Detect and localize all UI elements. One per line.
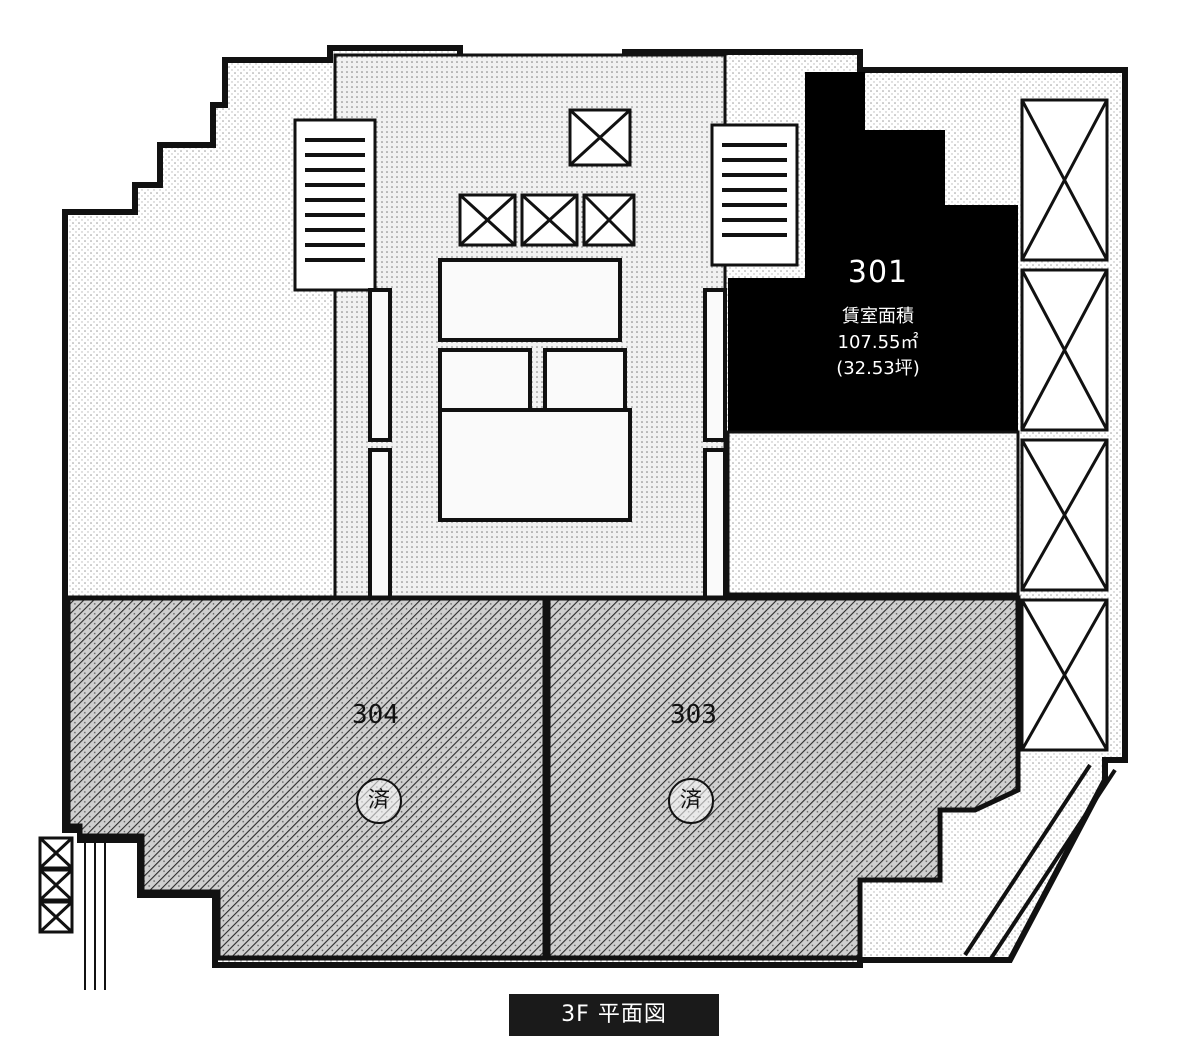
- unit-304-status-mark: 済: [356, 778, 402, 824]
- bottom-left-pipes: [84, 840, 106, 990]
- bottom-left-shaft: [38, 836, 74, 934]
- unit-301: [728, 72, 1018, 432]
- void-bays: [1020, 98, 1109, 752]
- unit-301-number: 301: [847, 255, 909, 290]
- floor-plan-caption: 3F 平面図: [509, 994, 719, 1036]
- unit-301-area-tsubo: (32.53坪): [836, 358, 920, 379]
- unit-301-lower-room: [726, 430, 1020, 596]
- unit-303-number: 303: [670, 700, 717, 730]
- unit-301-area-label: 賃室面積: [842, 306, 914, 327]
- unit-303: [545, 595, 1021, 961]
- core-rooms: [368, 258, 727, 602]
- elevator-bank: [458, 108, 636, 247]
- unit-304: [65, 595, 548, 961]
- stair-left: [293, 118, 377, 292]
- unit-301-label: 301 賃室面積 107.55㎡ (32.53坪): [728, 255, 1028, 382]
- stair-right: [710, 123, 799, 267]
- unit-303-status-mark: 済: [668, 778, 714, 824]
- unit-304-number: 304: [352, 700, 399, 730]
- corner-diagonal-wall: [963, 763, 1117, 962]
- unit-301-area-m2: 107.55㎡: [837, 332, 919, 353]
